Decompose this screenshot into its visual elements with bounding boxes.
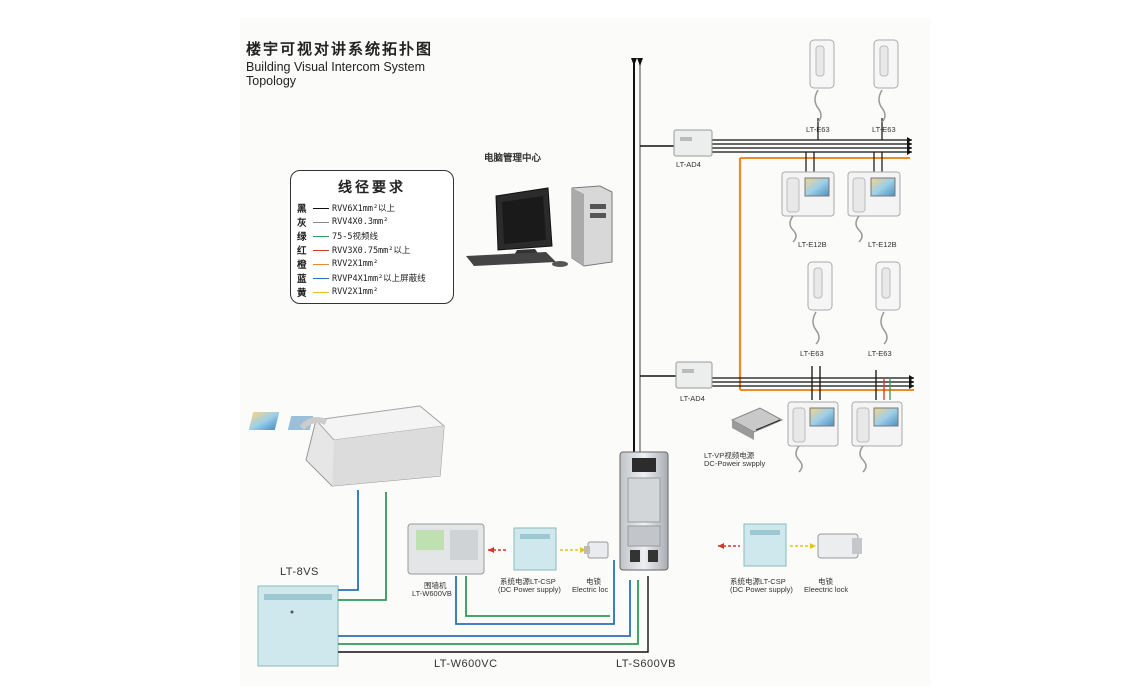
- legend-line-swatch: [313, 221, 329, 223]
- legend-spec: RVV6X1mm²以上: [332, 204, 396, 214]
- csp-left-box: [513, 527, 557, 571]
- legend-row: 黄 RVV2X1mm²: [297, 285, 453, 299]
- ad4-bottom-device: [675, 361, 713, 389]
- legend-row: 橙 RVV2X1mm²: [297, 257, 453, 271]
- lt8vs-power-box: [257, 585, 339, 667]
- vp-power-supply: [730, 407, 784, 440]
- lock-left: [584, 541, 609, 559]
- csp-left-label-cn: 系统电源LT-CSP: [500, 577, 556, 586]
- ad4-top-device: [673, 129, 713, 157]
- lt8vs-label: LT-8VS: [280, 566, 319, 578]
- diagram-title-cn: 楼宇可视对讲系统拓扑图: [246, 41, 434, 58]
- legend-line-swatch: [313, 277, 329, 279]
- legend-spec: RVVP4X1mm²以上屏蔽线: [332, 274, 426, 284]
- vp-label-cn: LT-VP视频电源: [704, 451, 755, 460]
- legend-spec: 75-5视频线: [332, 232, 378, 242]
- legend-spec: RVV2X1mm²: [332, 287, 379, 297]
- lt8vs-console: [248, 405, 446, 487]
- w600vc-label: LT-W600VC: [434, 658, 498, 670]
- legend-row: 红 RVV3X0.75mm²以上: [297, 243, 453, 257]
- legend-line-swatch: [313, 249, 329, 251]
- csp-right-box: [743, 523, 787, 567]
- legend-spec: RVV3X0.75mm²以上: [332, 246, 411, 256]
- title-en-line-1: Building Visual Intercom System: [246, 60, 426, 74]
- wire-spec-legend: 线径要求 黑 RVV6X1mm²以上灰 RVV4X0.3mm² 绿 75-5视频线红 RV…: [290, 170, 454, 304]
- legend-color-name: 橙: [297, 260, 307, 271]
- legend-color-name: 红: [297, 246, 307, 257]
- lower-taps: [811, 366, 891, 400]
- legend-color-name: 黄: [297, 288, 307, 299]
- e63-label-1: LT-E63: [806, 125, 830, 134]
- vp-label-en: DC-Poweir swpply: [704, 459, 766, 468]
- legend-color-name: 灰: [297, 218, 307, 229]
- lock-right: [817, 533, 862, 559]
- lock-right-label-en: Eleectric lock: [804, 585, 849, 594]
- pc-computer: [466, 185, 613, 267]
- yellow-links: [488, 543, 816, 553]
- ad4-bottom-label: LT-AD4: [680, 394, 705, 403]
- e63-label-2: LT-E63: [872, 125, 896, 134]
- legend-spec: RVV2X1mm²: [332, 259, 379, 269]
- diagram-title-en: Building Visual Intercom System Topology: [246, 60, 486, 88]
- csp-right-label-cn: 系统电源LT-CSP: [730, 577, 786, 586]
- monitor-4: [851, 401, 903, 473]
- e63-label-3: LT-E63: [800, 349, 824, 358]
- legend-line-swatch: [313, 263, 329, 265]
- e63-handset-4: [875, 261, 901, 345]
- legend-color-name: 蓝: [297, 274, 307, 285]
- legend-color-name: 黑: [297, 204, 307, 215]
- riser-arrowheads: [631, 58, 643, 66]
- e63-label-4: LT-E63: [868, 349, 892, 358]
- legend-spec: RVV4X0.3mm²: [332, 217, 389, 227]
- paper-background: [240, 18, 930, 686]
- legend-row: 黑 RVV6X1mm²以上: [297, 201, 453, 215]
- lock-right-label-cn: 电锁: [818, 577, 833, 586]
- legend-line-swatch: [313, 291, 329, 293]
- s600vb-door-station: [619, 451, 669, 571]
- csp-right-label-en: (DC Power supply): [730, 585, 793, 594]
- wall-unit-label-cn: 围墙机: [424, 581, 447, 590]
- upper-taps: [805, 118, 883, 172]
- e12b-monitor-2: [847, 171, 901, 243]
- lower-bus: [640, 375, 914, 391]
- lower-wiring: [338, 490, 649, 653]
- upper-bus: [640, 137, 912, 155]
- e12b-label-1: LT-E12B: [798, 240, 827, 249]
- wall-unit: [407, 523, 485, 575]
- legend-title: 线径要求: [338, 179, 406, 195]
- csp-left-label-en: (DC Power supply): [498, 585, 561, 594]
- lock-left-label-cn: 电锁: [586, 577, 601, 586]
- wall-unit-label-en: LT-W600VB: [412, 589, 452, 598]
- s600vb-label: LT-S600VB: [616, 658, 676, 670]
- ad4-top-label: LT-AD4: [676, 160, 701, 169]
- legend-rows: 黑 RVV6X1mm²以上灰 RVV4X0.3mm² 绿 75-5视频线红 RVV3X0.…: [291, 201, 453, 299]
- e63-handset-1: [809, 39, 835, 123]
- legend-color-name: 绿: [297, 232, 307, 243]
- pc-label: 电脑管理中心: [484, 153, 542, 164]
- e63-handset-3: [807, 261, 833, 345]
- lock-left-label-en: Electric loc: [572, 585, 609, 594]
- e12b-label-2: LT-E12B: [868, 240, 897, 249]
- legend-line-swatch: [313, 235, 329, 237]
- title-en-line-2: Topology: [246, 74, 297, 88]
- e12b-monitor-1: [781, 171, 835, 243]
- legend-line-swatch: [313, 207, 329, 209]
- legend-row: 蓝 RVVP4X1mm²以上屏蔽线: [297, 271, 453, 285]
- legend-row: 绿 75-5视频线: [297, 229, 453, 243]
- e63-handset-2: [873, 39, 899, 123]
- legend-row: 灰 RVV4X0.3mm²: [297, 215, 453, 229]
- monitor-3: [787, 401, 839, 473]
